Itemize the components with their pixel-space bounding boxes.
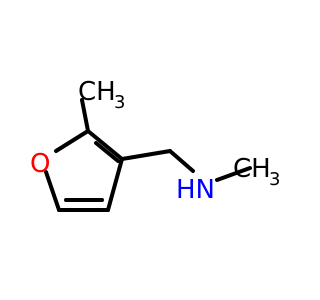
- bond-ch2-n: [168, 149, 195, 173]
- bond-c4-c3: [106, 157, 124, 212]
- bond-c2-methyl: [80, 98, 90, 133]
- methyl-top-label: CH: [78, 77, 116, 107]
- bond-c2-c3: [86, 129, 124, 161]
- atom-oxygen-label: O: [30, 149, 50, 179]
- atom-nitrogen-label: HN: [176, 175, 215, 205]
- methyl-top-subscript: 3: [114, 92, 125, 113]
- structure-diagram: O HN CH 3 CH 3: [30, 77, 280, 212]
- methyl-right-label: CH: [233, 154, 271, 184]
- bond-c2-c3-inner: [94, 141, 120, 163]
- methyl-right-subscript: 3: [269, 169, 280, 190]
- bond-c3-ch2: [120, 149, 172, 161]
- bond-group: [44, 98, 252, 212]
- bond-o-c5: [44, 170, 61, 212]
- bond-c2-o: [54, 129, 90, 153]
- bond-n-methyl: [215, 166, 252, 182]
